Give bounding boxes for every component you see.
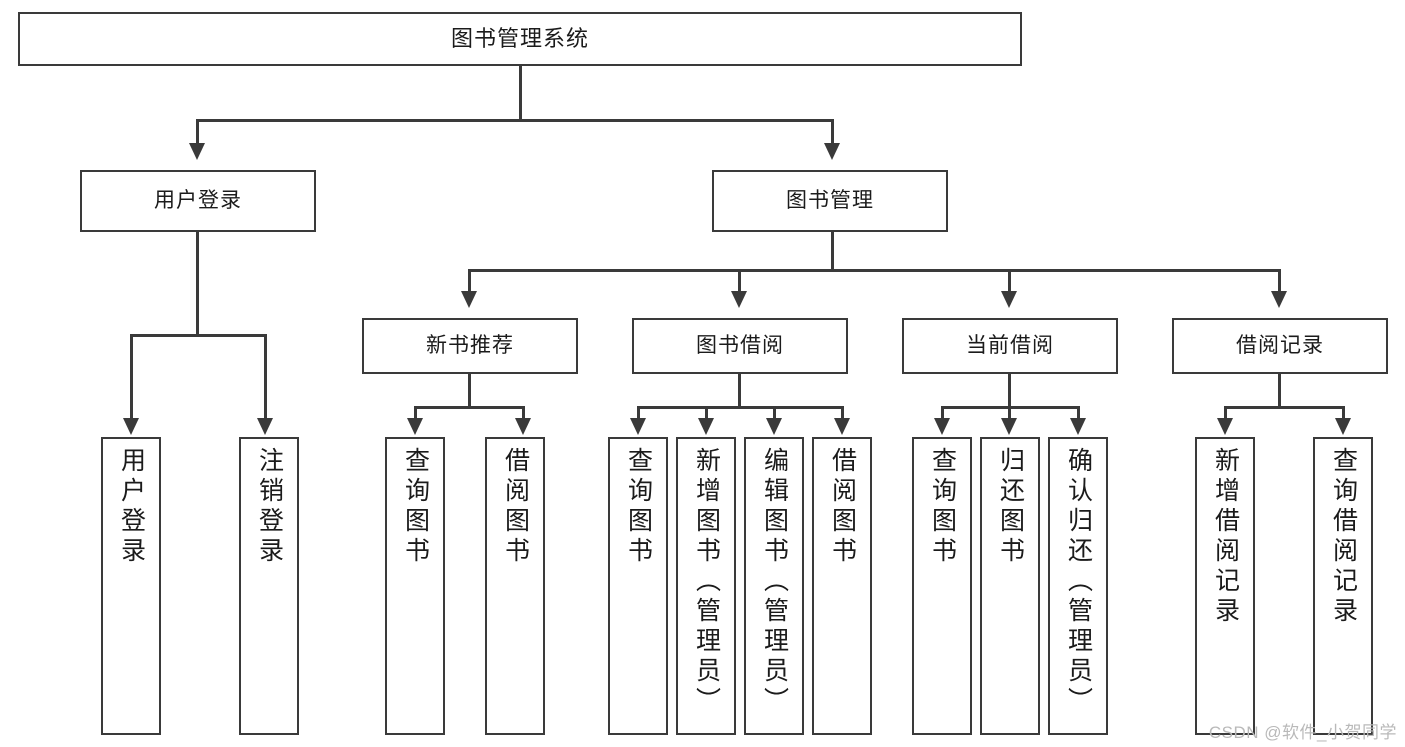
arrow-book-borrow-leaf-4 [834, 418, 850, 435]
arrow-to-leaf-logout [257, 418, 273, 435]
connector-root-bus [196, 119, 833, 122]
connector-book-manage-drop-1 [468, 269, 471, 293]
node-label: 确认归还（管理员） [1064, 447, 1093, 717]
arrow-root-to-user-login [189, 143, 205, 160]
arrow-book-borrow-leaf-2 [698, 418, 714, 435]
leaf-new-book-borrow[interactable]: 借阅图书 [485, 437, 545, 735]
node-label: 归还图书 [996, 447, 1025, 567]
node-label: 查询图书 [624, 447, 653, 567]
node-label: 借阅图书 [828, 447, 857, 567]
arrow-root-to-book-manage [824, 143, 840, 160]
node-label: 编辑图书（管理员） [760, 447, 789, 717]
connector-book-manage-drop-2 [738, 269, 741, 293]
node-label: 查询图书 [928, 447, 957, 567]
leaf-borrow-add-book[interactable]: 新增图书（管理员） [676, 437, 736, 735]
node-label: 新增借阅记录 [1211, 447, 1240, 627]
connector-root-drop-1 [196, 119, 199, 145]
connector-new-book-stem [468, 374, 471, 408]
node-user-login[interactable]: 用户登录 [80, 170, 316, 232]
connector-borrow-record-drop-1 [1224, 406, 1227, 420]
arrow-to-current-borrow [1001, 291, 1017, 308]
node-book-management[interactable]: 图书管理 [712, 170, 948, 232]
node-label: 查询借阅记录 [1329, 447, 1358, 627]
connector-book-manage-drop-3 [1008, 269, 1011, 293]
leaf-borrow-borrow-book[interactable]: 借阅图书 [812, 437, 872, 735]
arrow-borrow-record-leaf-1 [1217, 418, 1233, 435]
node-current-borrow[interactable]: 当前借阅 [902, 318, 1118, 374]
connector-new-book-drop-2 [522, 406, 525, 420]
leaf-record-query[interactable]: 查询借阅记录 [1313, 437, 1373, 735]
leaf-record-add[interactable]: 新增借阅记录 [1195, 437, 1255, 735]
arrow-current-borrow-leaf-2 [1001, 418, 1017, 435]
connector-book-manage-bus [468, 269, 1280, 272]
node-root-system[interactable]: 图书管理系统 [18, 12, 1022, 66]
arrow-new-book-leaf-1 [407, 418, 423, 435]
connector-new-book-drop-1 [414, 406, 417, 420]
connector-user-login-stem [196, 232, 199, 336]
leaf-new-book-query[interactable]: 查询图书 [385, 437, 445, 735]
connector-current-borrow-drop-3 [1077, 406, 1080, 420]
connector-borrow-record-bus [1224, 406, 1344, 409]
node-label: 借阅记录 [1236, 334, 1324, 358]
node-label: 借阅图书 [501, 447, 530, 567]
leaf-logout[interactable]: 注销登录 [239, 437, 299, 735]
leaf-user-login[interactable]: 用户登录 [101, 437, 161, 735]
leaf-current-return-book[interactable]: 归还图书 [980, 437, 1040, 735]
node-label: 注销登录 [255, 447, 284, 567]
connector-root-stem [519, 66, 522, 120]
watermark: CSDN @软件_小贺同学 [1208, 723, 1397, 742]
connector-book-borrow-drop-1 [637, 406, 640, 420]
arrow-current-borrow-leaf-1 [934, 418, 950, 435]
node-label: 图书借阅 [696, 334, 784, 358]
connector-user-login-drop-1 [130, 334, 133, 420]
connector-book-borrow-drop-4 [841, 406, 844, 420]
arrow-to-book-borrow [731, 291, 747, 308]
node-label: 图书管理系统 [450, 25, 589, 51]
connector-user-login-bus [130, 334, 266, 337]
arrow-borrow-record-leaf-2 [1335, 418, 1351, 435]
connector-book-manage-drop-4 [1278, 269, 1281, 293]
connector-borrow-record-drop-2 [1342, 406, 1345, 420]
connector-new-book-bus [414, 406, 524, 409]
leaf-current-query-book[interactable]: 查询图书 [912, 437, 972, 735]
node-label: 新书推荐 [426, 334, 514, 358]
connector-user-login-drop-2 [264, 334, 267, 420]
node-label: 用户登录 [154, 189, 242, 213]
leaf-current-confirm-return[interactable]: 确认归还（管理员） [1048, 437, 1108, 735]
node-label: 新增图书（管理员） [692, 447, 721, 717]
connector-book-manage-stem [831, 232, 834, 271]
arrow-new-book-leaf-2 [515, 418, 531, 435]
arrow-to-borrow-record [1271, 291, 1287, 308]
node-label: 当前借阅 [966, 334, 1054, 358]
arrow-current-borrow-leaf-3 [1070, 418, 1086, 435]
connector-book-borrow-drop-3 [773, 406, 776, 420]
arrow-book-borrow-leaf-3 [766, 418, 782, 435]
node-label: 图书管理 [786, 189, 874, 213]
connector-root-drop-2 [831, 119, 834, 145]
arrow-to-leaf-user-login [123, 418, 139, 435]
leaf-borrow-query-book[interactable]: 查询图书 [608, 437, 668, 735]
node-borrow-record[interactable]: 借阅记录 [1172, 318, 1388, 374]
connector-current-borrow-drop-2 [1008, 406, 1011, 420]
connector-book-borrow-drop-2 [705, 406, 708, 420]
leaf-borrow-edit-book[interactable]: 编辑图书（管理员） [744, 437, 804, 735]
node-book-borrow[interactable]: 图书借阅 [632, 318, 848, 374]
arrow-to-new-book [461, 291, 477, 308]
connector-current-borrow-stem [1008, 374, 1011, 408]
connector-book-borrow-stem [738, 374, 741, 408]
arrow-book-borrow-leaf-1 [630, 418, 646, 435]
connector-current-borrow-drop-1 [941, 406, 944, 420]
node-label: 用户登录 [117, 447, 146, 567]
node-label: 查询图书 [401, 447, 430, 567]
connector-borrow-record-stem [1278, 374, 1281, 408]
node-new-book-recommend[interactable]: 新书推荐 [362, 318, 578, 374]
connector-book-borrow-bus [637, 406, 843, 409]
